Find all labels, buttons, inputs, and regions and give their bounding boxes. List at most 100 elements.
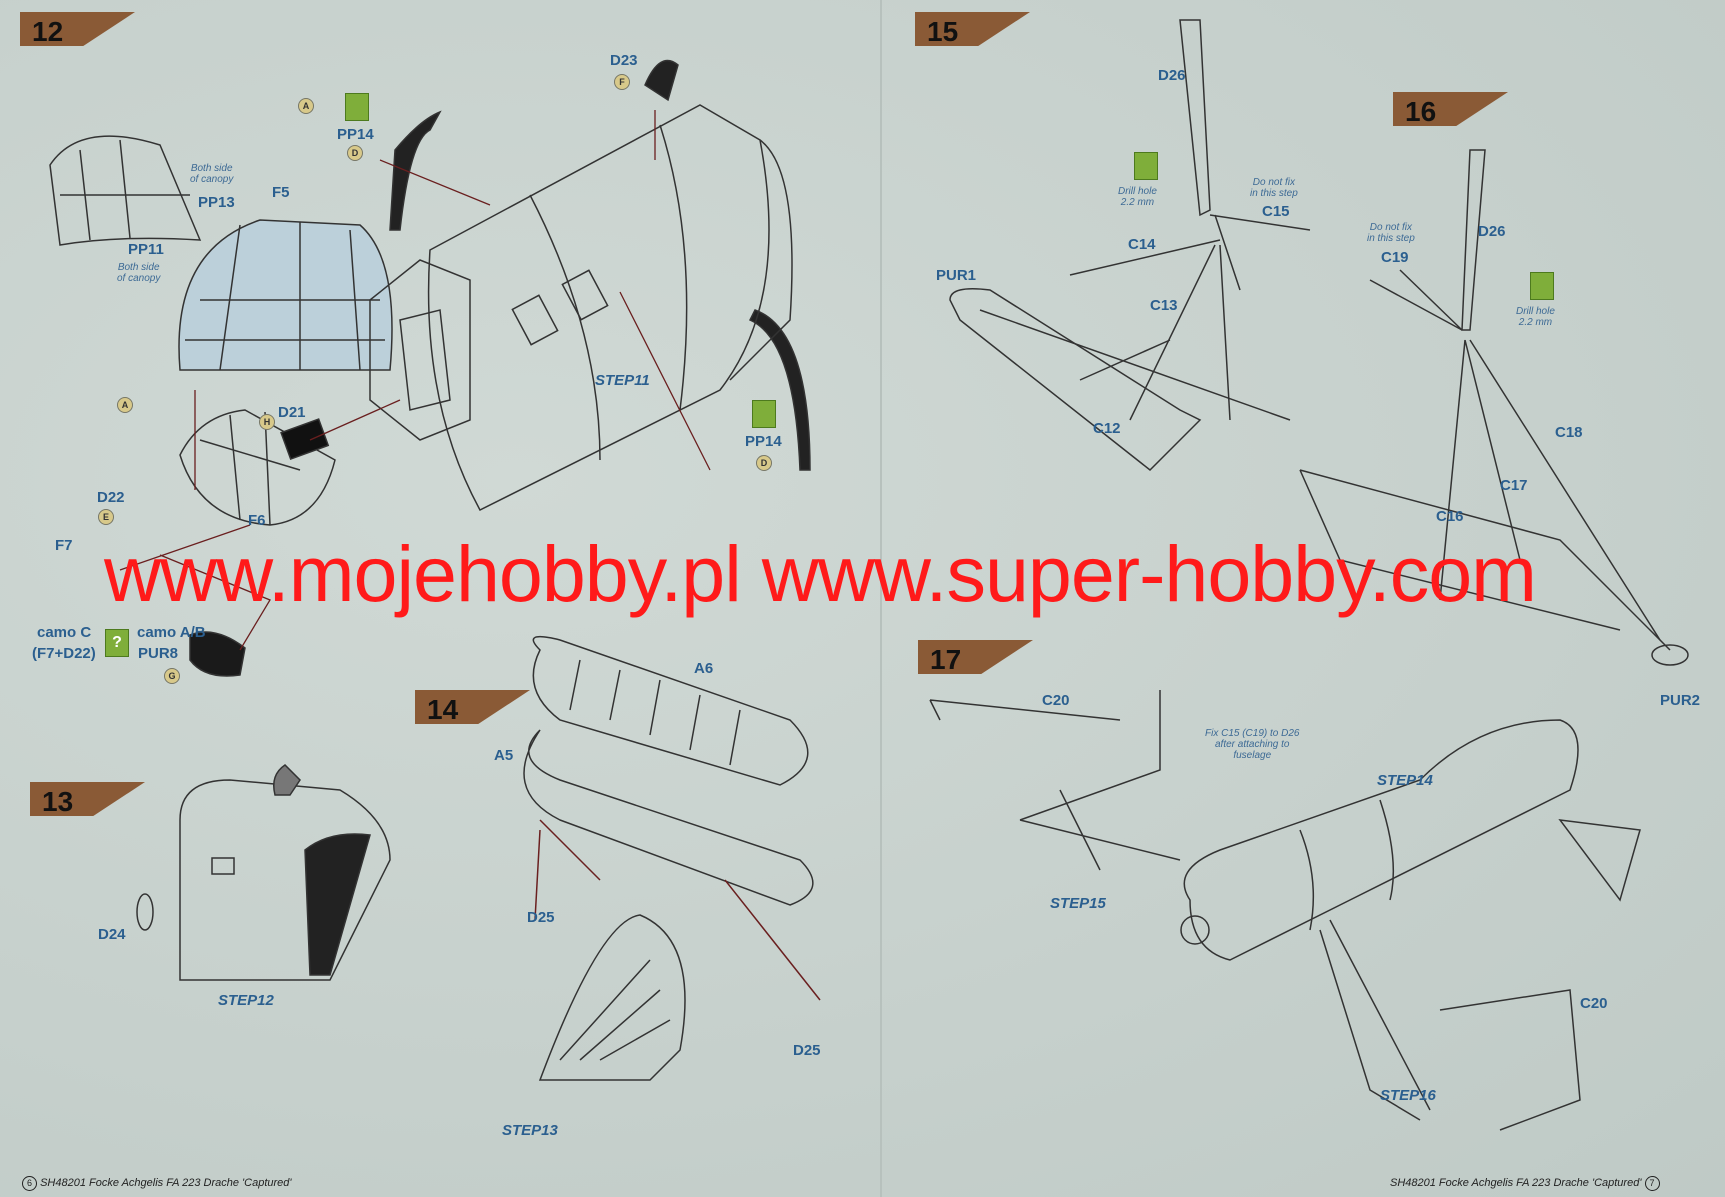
label-d26: D26 (1478, 223, 1506, 240)
label-c16: C16 (1436, 508, 1464, 525)
label-d21: D21 (278, 404, 306, 421)
note-both-sides: Both side of canopy (117, 262, 161, 284)
helicopter-assembly-step17 (929, 690, 1641, 1131)
label-c15: C15 (1262, 203, 1290, 220)
label-d23: D23 (610, 52, 638, 69)
step-12-badge: 12 (20, 12, 135, 47)
step-number: 16 (1405, 96, 1437, 127)
step-17-badge: 17 (918, 640, 1033, 675)
part-d24 (136, 893, 154, 931)
label-camo-c-parts: (F7+D22) (32, 645, 96, 662)
part-d25-lines (534, 819, 821, 1001)
step-16-badge: 16 (1393, 92, 1508, 127)
step-number: 12 (32, 16, 64, 47)
canopy-frame-side (49, 135, 202, 246)
label-camo-ab: camo A/B (137, 624, 206, 641)
fin-tail (538, 914, 686, 1081)
step-number: 17 (930, 644, 962, 675)
page-number-right: 7 (1644, 1176, 1660, 1191)
color-marker: F (614, 74, 630, 90)
label-f5: F5 (272, 184, 290, 201)
label-f7: F7 (55, 537, 73, 554)
footer-right-text: SH48201 Focke Achgelis FA 223 Drache 'Ca… (1390, 1177, 1642, 1189)
label-c12: C12 (1093, 420, 1121, 437)
note-do-not-fix: Do not fix in this step (1250, 177, 1298, 199)
label-d25: D25 (793, 1042, 821, 1059)
label-c13: C13 (1150, 297, 1178, 314)
question-icon: ? (105, 629, 129, 657)
note-drill-hole: Drill hole 2.2 mm (1118, 186, 1157, 208)
step-number: 15 (927, 16, 959, 47)
label-c19: C19 (1381, 249, 1409, 266)
label-d25: D25 (527, 909, 555, 926)
rotor-pylon-step16 (1299, 149, 1689, 666)
page-number-left: 6 (22, 1176, 37, 1191)
note-do-not-fix: Do not fix in this step (1367, 222, 1415, 244)
label-pur2: PUR2 (1660, 692, 1701, 709)
color-marker: H (259, 414, 275, 430)
cockpit-frame (369, 259, 471, 441)
rotor-pylon-step15 (949, 19, 1311, 472)
label-d22: D22 (97, 489, 125, 506)
step-14-badge: 14 (415, 690, 530, 725)
assembly-arrows (119, 110, 711, 651)
photo-etch-icon (345, 93, 369, 121)
footer-left: 6 SH48201 Focke Achgelis FA 223 Drache '… (22, 1176, 292, 1191)
watermark-text: www.mojehobby.pl www.super-hobby.com (104, 529, 1537, 618)
part-d21 (280, 418, 330, 461)
label-pur8: PUR8 (138, 645, 179, 662)
label-step11: STEP11 (595, 372, 650, 389)
tail-plane-a5 (523, 729, 814, 906)
part-pp14-side (748, 309, 811, 471)
label-step14: STEP14 (1377, 772, 1433, 789)
footer-left-text: SH48201 Focke Achgelis FA 223 Drache 'Ca… (40, 1177, 292, 1189)
label-c17: C17 (1500, 477, 1528, 494)
fuselage-center (427, 104, 793, 511)
fuselage-rear-step13 (179, 764, 391, 981)
label-d26: D26 (1158, 67, 1186, 84)
footer-right: SH48201 Focke Achgelis FA 223 Drache 'Ca… (1390, 1176, 1660, 1191)
part-pp14-top (389, 110, 442, 231)
step-number: 14 (427, 694, 459, 725)
part-d23 (644, 59, 679, 102)
label-c20: C20 (1580, 995, 1608, 1012)
color-marker: D (756, 455, 772, 471)
label-c14: C14 (1128, 236, 1156, 253)
note-fix-c15: Fix C15 (C19) to D26 after attaching to … (1205, 728, 1300, 761)
label-step15: STEP15 (1050, 895, 1106, 912)
page-fold (880, 0, 882, 1197)
color-marker: A (298, 98, 314, 114)
step-number: 13 (42, 786, 74, 817)
color-marker: D (347, 145, 363, 161)
part-pur8 (189, 631, 246, 677)
label-d24: D24 (98, 926, 126, 943)
label-camo-c: camo C (37, 624, 92, 641)
color-marker: E (98, 509, 114, 525)
nose-glazing-f6 (179, 409, 336, 526)
color-marker: A (117, 397, 133, 413)
label-c20: C20 (1042, 692, 1070, 709)
label-pur1: PUR1 (936, 267, 977, 284)
note-drill-hole: Drill hole 2.2 mm (1516, 306, 1555, 328)
label-pp14: PP14 (337, 126, 374, 143)
note-both-sides: Both side of canopy (190, 163, 234, 185)
label-step12: STEP12 (218, 992, 274, 1009)
label-c18: C18 (1555, 424, 1583, 441)
photo-etch-icon (752, 400, 776, 428)
label-a6: A6 (694, 660, 714, 677)
canopy-f5 (178, 219, 393, 371)
label-pp14: PP14 (745, 433, 782, 450)
label-step13: STEP13 (502, 1122, 558, 1139)
step-13-badge: 13 (30, 782, 145, 817)
label-step16: STEP16 (1380, 1087, 1436, 1104)
color-marker: G (164, 668, 180, 684)
label-a5: A5 (494, 747, 514, 764)
label-pp13: PP13 (198, 194, 235, 211)
label-f6: F6 (248, 512, 266, 529)
drill-icon (1530, 272, 1554, 300)
drill-icon (1134, 152, 1158, 180)
label-pp11: PP11 (128, 241, 164, 258)
step-15-badge: 15 (915, 12, 1030, 47)
